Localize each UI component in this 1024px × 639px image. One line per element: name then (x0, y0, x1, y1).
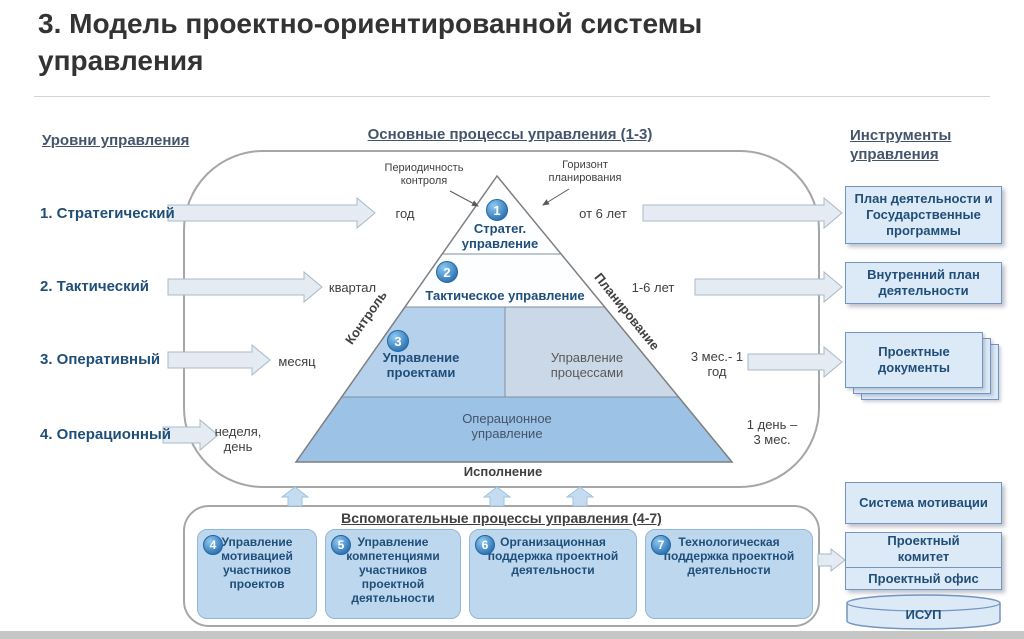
tool-box-isup-label: ИСУП (905, 607, 942, 622)
arrow-up-center (482, 486, 512, 507)
number-badge-5: 5 (331, 535, 351, 555)
auxiliary-title: Вспомогательные процессы управления (4-7… (341, 510, 662, 526)
tool-box-project-documents: Проектные документы (845, 332, 1005, 404)
arrow-up-right (565, 486, 595, 507)
aux-box-competencies-label: Управление компетенциями участников прое… (346, 535, 440, 605)
tool-box-internal-plan: Внутренний план деятельности (845, 262, 1002, 304)
number-badge-6: 6 (475, 535, 495, 555)
document-sheet-front: Проектные документы (845, 332, 983, 388)
level-label-strategic: 1. Стратегический (40, 205, 175, 222)
aux-box-motivation-label: Управление мотивацией участников проекто… (221, 535, 293, 591)
horizon-1d-3m: 1 день – 3 мес. (746, 417, 798, 447)
pyramid-projects-label: Управление проектами (382, 350, 460, 380)
horizon-3m-1y: 3 мес.- 1 год (690, 349, 744, 379)
period-quarter: квартал (328, 280, 377, 295)
header-divider (34, 96, 990, 97)
tool-box-project-documents-label: Проектные документы (878, 344, 950, 375)
pyramid-execution-label: Исполнение (463, 464, 543, 479)
tool-box-internal-plan-label: Внутренний план деятельности (867, 267, 980, 298)
aux-box-org-support: 6 Организационная поддержка проектной де… (469, 529, 637, 619)
horizon-1-6-years: 1-6 лет (631, 280, 675, 295)
number-badge-1: 1 (486, 199, 508, 221)
pyramid-strategic-label: Стратег. управление (461, 221, 539, 251)
page-title: 3. Модель проектно-ориентированной систе… (38, 8, 703, 76)
period-year: год (395, 206, 415, 221)
slide-bottom-edge (0, 631, 1024, 639)
periodicity-axis-title: Периодичность контроля (384, 162, 464, 187)
horizon-from-6-years: от 6 лет (579, 206, 627, 221)
tool-box-motivation-system-label: Система мотивации (859, 495, 988, 510)
aux-box-tech-support-label: Технологическая поддержка проектной деят… (663, 535, 795, 577)
tool-box-state-programs-label: План деятельности и Государственные прог… (854, 191, 993, 238)
pyramid-operational-label: Операционное управление (462, 411, 552, 441)
level-label-tactical: 2. Тактический (40, 278, 150, 295)
level-label-operational: 4. Операционный (40, 426, 172, 443)
number-badge-2: 2 (436, 261, 458, 283)
tools-header-line2: управления (850, 146, 939, 163)
database-cylinder-icon (846, 594, 1001, 630)
tools-header: Инструменты управления (850, 126, 1000, 164)
auxiliary-container: Вспомогательные процессы управления (4-7… (183, 505, 820, 627)
main-processes-header: Основные процессы управления (1-3) (367, 126, 653, 143)
project-committee-label: Проектный комитет (887, 533, 960, 564)
arrow-up-left (280, 486, 310, 507)
tool-box-project-committee: Проектный комитет Проектный офис (845, 532, 1002, 590)
period-month: месяц (278, 354, 316, 369)
tool-box-state-programs: План деятельности и Государственные прог… (845, 186, 1002, 244)
project-office-label: Проектный офис (846, 567, 1001, 591)
number-badge-4: 4 (203, 535, 223, 555)
aux-box-tech-support: 7 Технологическая поддержка проектной де… (645, 529, 813, 619)
tool-box-motivation-system: Система мотивации (845, 482, 1002, 524)
pyramid-tactical-label: Тактическое управление (425, 288, 585, 303)
horizon-axis-title: Горизонт планирования (548, 159, 622, 184)
tool-box-isup: ИСУП (845, 594, 1002, 630)
aux-box-competencies: 5 Управление компетенциями участников пр… (325, 529, 461, 619)
tools-header-line1: Инструменты (850, 127, 952, 144)
levels-header: Уровни управления (42, 132, 190, 149)
aux-box-motivation: 4 Управление мотивацией участников проек… (197, 529, 317, 619)
number-badge-3: 3 (387, 330, 409, 352)
pyramid-processes-label: Управление процессами (550, 350, 624, 380)
level-label-operative: 3. Оперативный (40, 351, 161, 368)
aux-box-org-support-label: Организационная поддержка проектной деят… (487, 535, 619, 577)
number-badge-7: 7 (651, 535, 671, 555)
arrow-to-committee-box (817, 547, 846, 573)
period-week-day: неделя, день (214, 424, 262, 454)
